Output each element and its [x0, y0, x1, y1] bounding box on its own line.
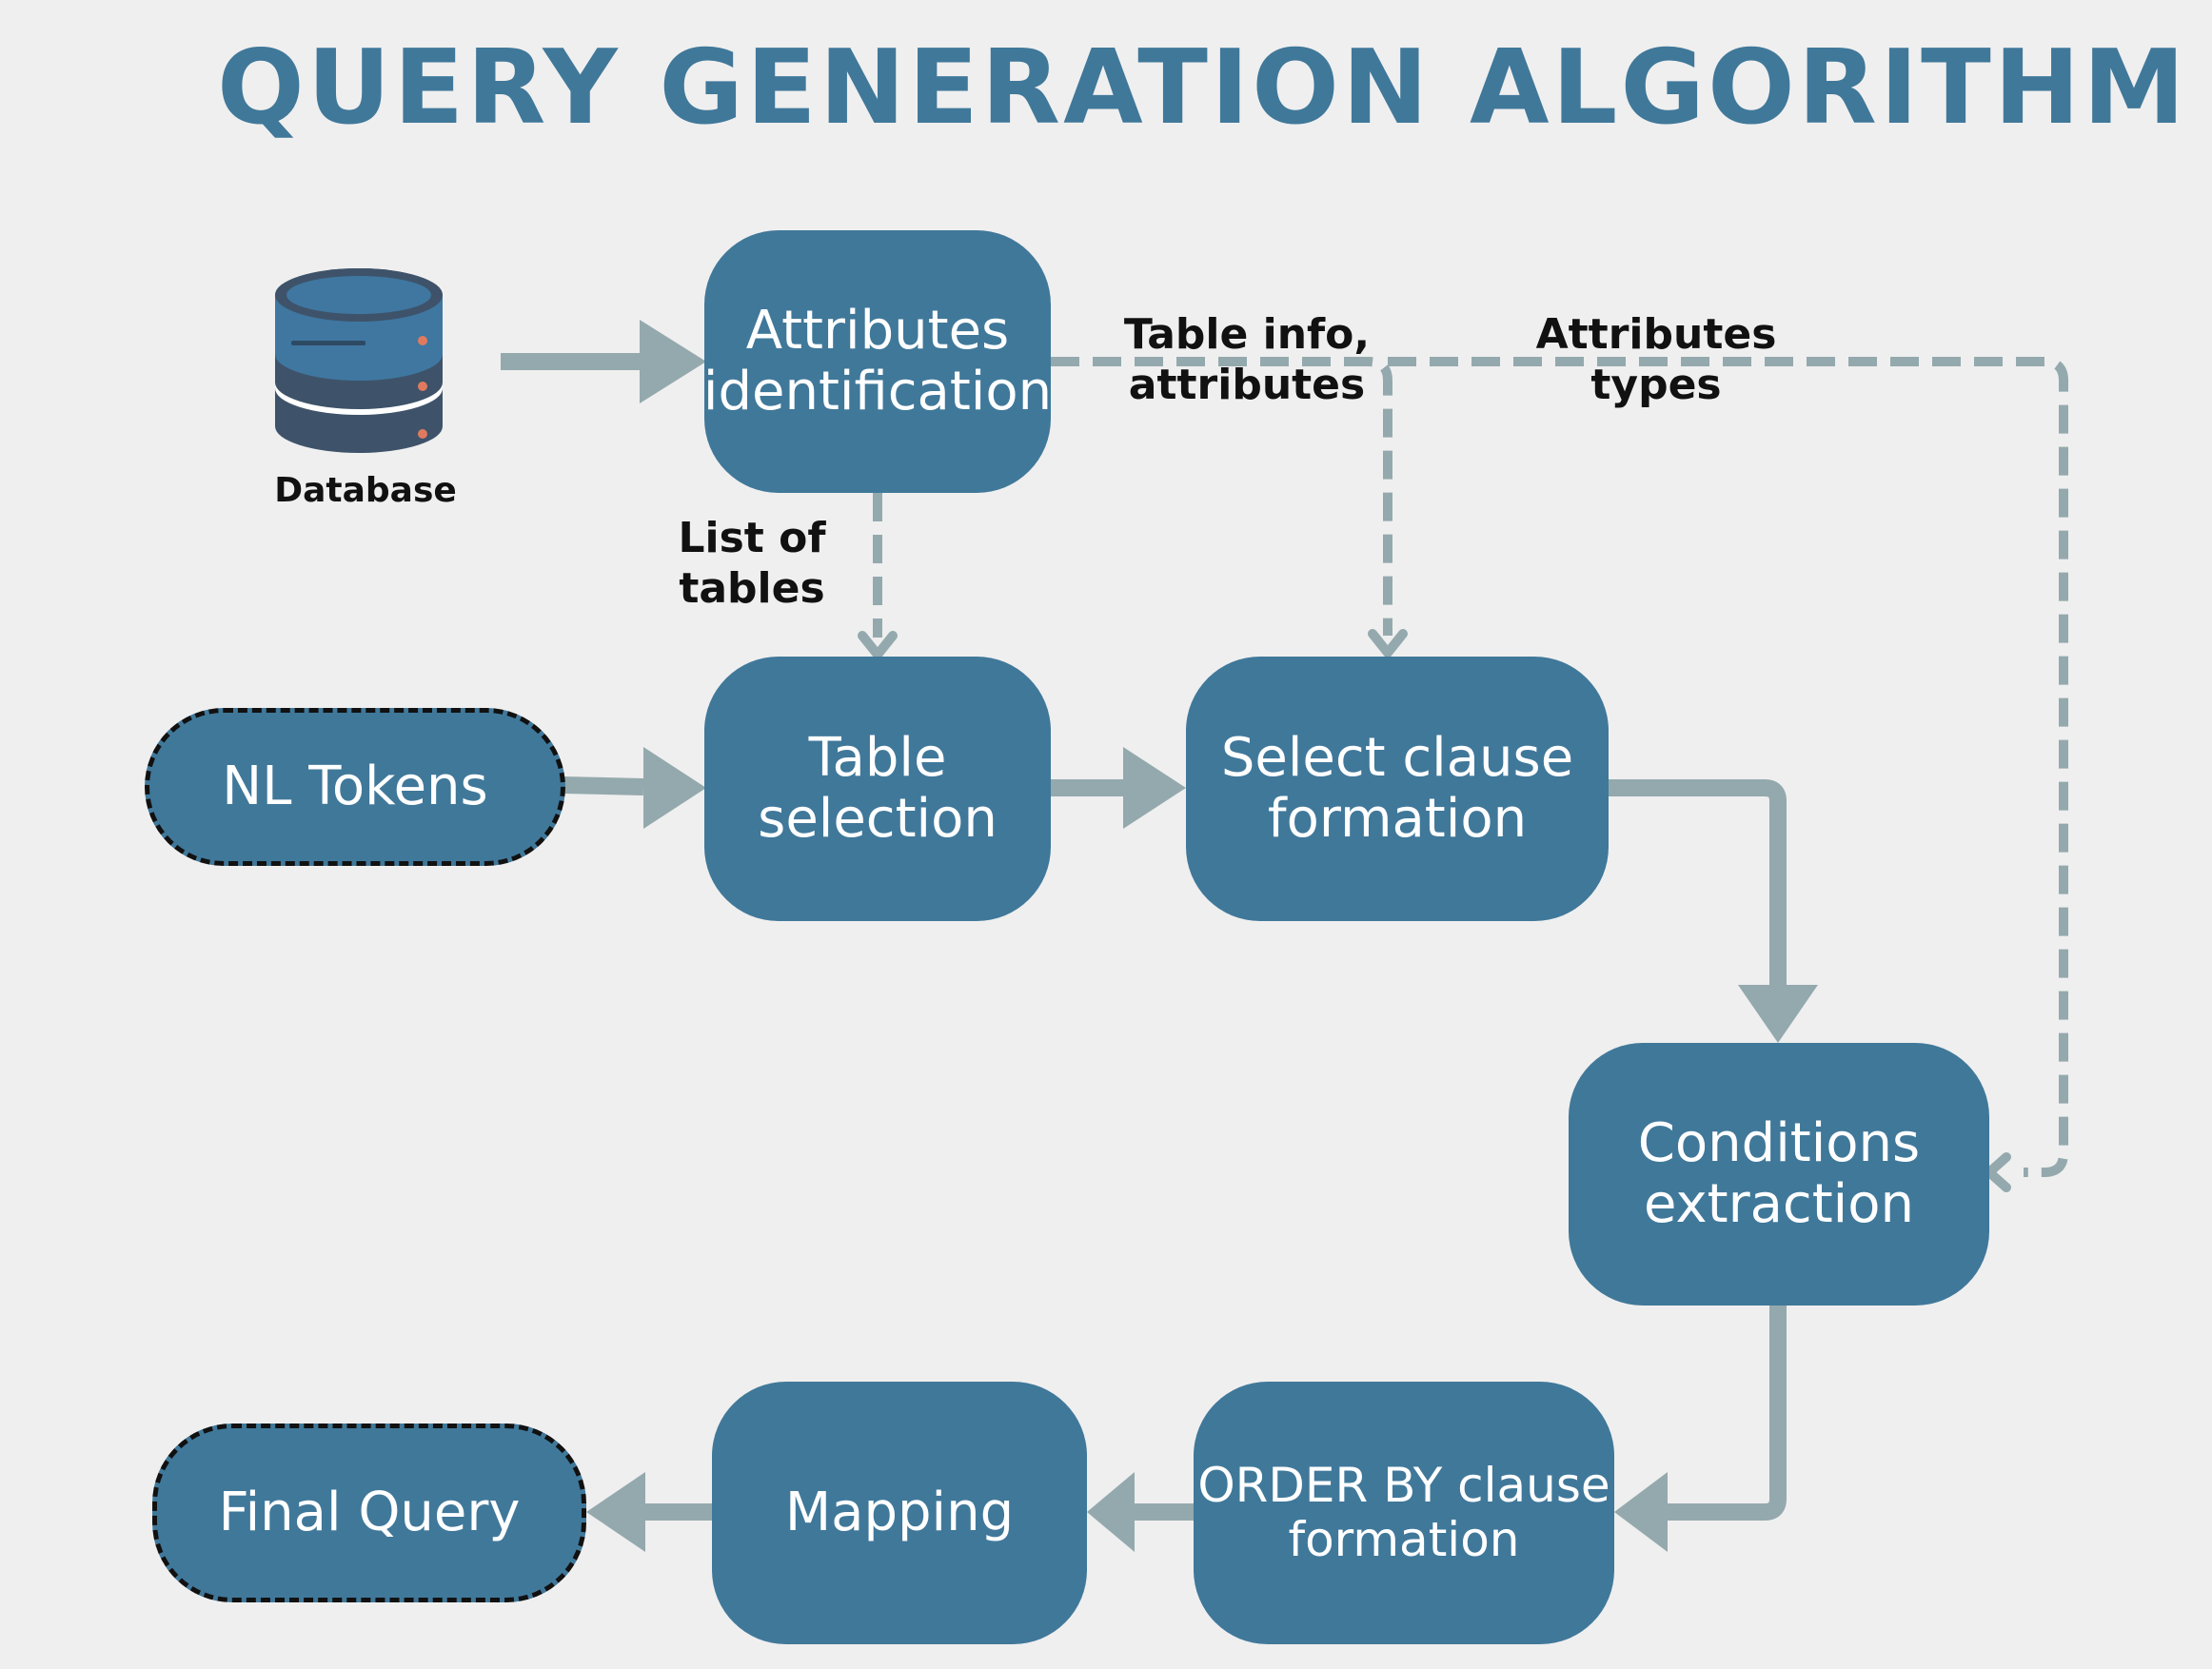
node-conditions-extraction: Conditions extraction [1569, 1043, 1989, 1306]
dashed-arrow-attributes-to-select [1051, 357, 1392, 636]
arrowhead-final [586, 1472, 645, 1552]
node-nl-tokens: NL Tokens [145, 708, 565, 866]
arrowhead-conditions [1738, 985, 1818, 1043]
node-select-clause-formation: Select clause formation [1186, 657, 1609, 921]
node-final-query: Final Query [152, 1424, 586, 1602]
arrow-select-to-conditions [1609, 779, 1787, 985]
arrowhead-table-info [1368, 629, 1408, 658]
arrowhead-attribute-types [1985, 1152, 2011, 1192]
node-order-by-clause-formation: ORDER BY clause formation [1194, 1382, 1614, 1644]
edge-label-table-info: Table info, attributes [1123, 310, 1371, 409]
database-label: Database [274, 471, 457, 510]
arrow-conditions-to-orderby [1668, 1306, 1787, 1521]
edge-label-list-of-tables: List of tables [678, 514, 826, 613]
arrowhead-table [643, 747, 706, 829]
edge-label-attribute-types: Attributes types [1535, 310, 1777, 409]
arrowhead-mapping [1087, 1472, 1135, 1552]
arrowhead-select [1123, 747, 1186, 829]
node-attributes-identification: Attributes identification [703, 230, 1052, 493]
arrowhead-attributes [640, 320, 706, 403]
node-table-selection: Table selection [704, 657, 1051, 921]
arrowhead-orderby [1614, 1472, 1668, 1552]
page-title: QUERY GENERATION ALGORITHM [217, 29, 2188, 147]
node-mapping: Mapping [712, 1382, 1087, 1644]
arrow-nltokens-to-table [563, 776, 644, 795]
dashed-arrow-attributes-to-conditions [1388, 357, 2068, 1177]
database-icon [275, 268, 443, 453]
arrowhead-list-of-tables [858, 631, 898, 659]
